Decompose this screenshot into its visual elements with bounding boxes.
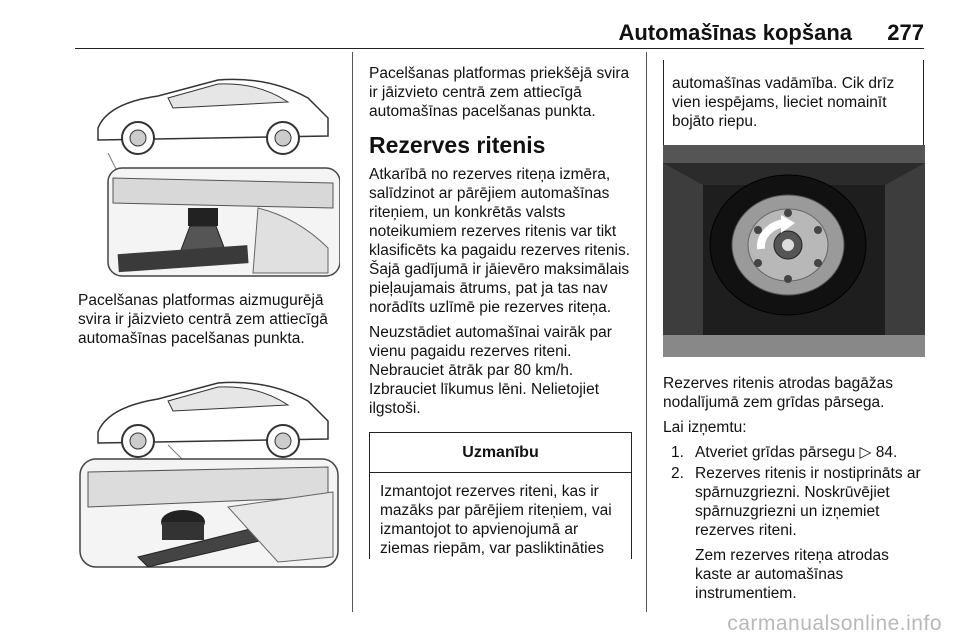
column-3: Rezerves ritenis atrodas bagāžas nodalīj…	[663, 374, 929, 609]
header-rule	[75, 48, 924, 49]
figure-front-lift	[78, 357, 340, 570]
caution-continued-text: automašīnas vadāmība. Cik drīz vien iesp…	[672, 75, 895, 130]
step-1-text: Atveriet grīdas pārsegu ▷ 84.	[695, 444, 898, 461]
step-2-text: Rezerves ritenis ir nostiprināts ar spār…	[695, 465, 921, 539]
caution-box-continued: automašīnas vadāmība. Cik drīz vien iesp…	[663, 60, 924, 150]
caution-text: Izmantojot rezerves riteni, kas ir mazāk…	[380, 483, 612, 557]
section-heading: Rezerves ritenis	[369, 132, 546, 158]
front-lift-text: Pacelšanas platformas priekšējā svira ir…	[369, 65, 630, 120]
temporary-spare-paragraph: Neuzstādiet automašīnai vairāk par vienu…	[369, 324, 612, 417]
header-title: Automašīnas kopšana	[618, 20, 852, 45]
spare-wheel-paragraph: Atkarībā no rezerves riteņa izmēra, salī…	[369, 166, 631, 316]
caption-rear-lift: Pacelšanas platformas aizmugurējā svira …	[78, 291, 348, 354]
figure-rear-lift	[78, 58, 341, 280]
figure-spare-wheel	[663, 145, 925, 357]
watermark: carmanualsonline.info	[727, 612, 942, 635]
caution-title: Uzmanību	[370, 433, 631, 473]
caption-rear-text: Pacelšanas platformas aizmugurējā svira …	[78, 292, 328, 347]
page-number: 277	[887, 20, 924, 45]
spare-location-text: Rezerves ritenis atrodas bagāžas nodalīj…	[663, 375, 894, 411]
step-2-number: 2.	[671, 465, 684, 482]
step-2-extra: Zem rezerves riteņa atrodas kaste ar aut…	[695, 547, 889, 602]
step-1: 1. Atveriet grīdas pārsegu ▷ 84.	[663, 443, 929, 462]
column-divider-1	[352, 52, 353, 612]
caution-box: Uzmanību Izmantojot rezerves riteni, kas…	[369, 432, 632, 559]
step-2: 2. Rezerves ritenis ir nostiprināts ar s…	[663, 464, 929, 540]
column-divider-2	[646, 52, 647, 612]
removal-intro: Lai izņemtu:	[663, 419, 747, 436]
step-1-number: 1.	[671, 444, 684, 461]
removal-steps: 1. Atveriet grīdas pārsegu ▷ 84. 2. Reze…	[663, 443, 929, 540]
column-2: Pacelšanas platformas priekšējā svira ir…	[369, 64, 635, 424]
